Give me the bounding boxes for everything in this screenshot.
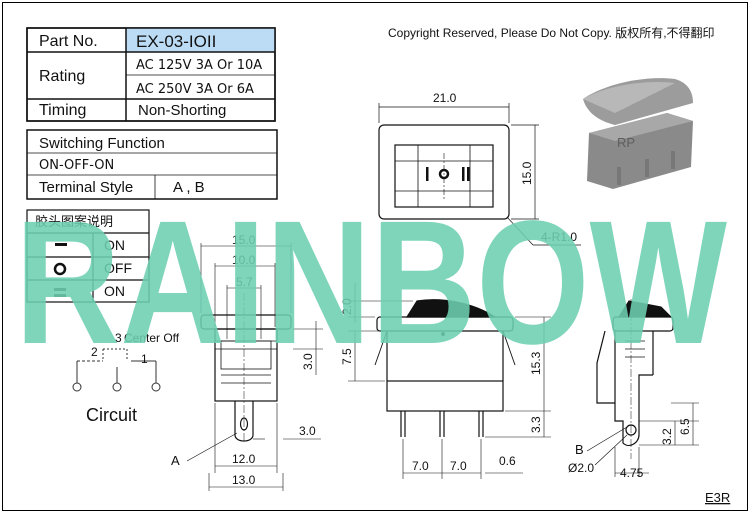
watermark-rainbow: RAINBOW [15, 185, 727, 381]
side-view [348, 283, 551, 479]
product-mark: RP [617, 135, 635, 150]
top-on-mark [426, 167, 429, 181]
circuit-pin-3: 3 [115, 331, 122, 345]
dim-3-0-tab: 3.0 [299, 424, 316, 438]
dim-5-7: 5.7 [236, 275, 253, 289]
rating-line-1: AC 125V 3A Or 10A [136, 58, 262, 73]
spec-table [26, 27, 276, 122]
rating-label: Rating [39, 68, 85, 85]
dim-15: 15.0 [520, 161, 534, 185]
legend-row-off: OFF [104, 260, 132, 276]
circuit-pin-2: 2 [91, 345, 98, 359]
dim-6-5: 6.5 [678, 418, 692, 435]
dim-7-0-right: 7.0 [450, 459, 467, 473]
legend-title: 胶头图案说明 [35, 214, 113, 229]
on-double-symbol-icon [54, 288, 66, 291]
product-sketch [583, 78, 693, 189]
legend-table [26, 209, 150, 303]
label-a: A [171, 453, 180, 468]
function-table [26, 129, 278, 200]
copyright-note: Copyright Reserved, Please Do Not Copy. … [388, 25, 715, 40]
circuit-pin-1: 1 [141, 352, 148, 366]
label-b: B [575, 442, 584, 457]
dim-radius: 4-R1.0 [541, 230, 577, 244]
top-off-mark [438, 168, 450, 180]
drawing-code: E3R [705, 490, 730, 505]
technical-drawing: Copyright Reserved, Please Do Not Copy. … [15, 25, 730, 505]
dim-diameter: Ø2.0 [568, 461, 594, 475]
switching-function-value: ON-OFF-ON [39, 158, 114, 173]
dim-13-0: 13.0 [232, 473, 256, 487]
dim-10-0: 10.0 [232, 253, 256, 267]
dim-3-0-vertical: 3.0 [301, 353, 315, 370]
dim-7-0-left: 7.0 [412, 459, 429, 473]
dim-4-75: 4.75 [620, 466, 644, 480]
legend-row-on: ON [104, 237, 125, 253]
dim-3-3: 3.3 [529, 416, 543, 433]
dim-12-0: 12.0 [232, 452, 256, 466]
on-symbol-icon [55, 243, 67, 246]
circuit-label: Circuit [86, 405, 137, 425]
legend-row-on-2: ON [104, 283, 125, 299]
circuit-diagram [72, 348, 161, 392]
part-no-value: EX-03-IOII [136, 32, 216, 51]
circuit-center-off: Center Off [124, 331, 180, 345]
dim-7-5: 7.5 [340, 348, 354, 365]
right-view [586, 299, 699, 477]
terminal-style-label: Terminal Style [39, 179, 133, 196]
terminal-style-value: A , B [173, 179, 205, 196]
dim-15-3: 15.3 [529, 351, 543, 375]
off-symbol-icon [53, 262, 67, 276]
rating-line-2: AC 250V 3A Or 6A [136, 82, 254, 97]
top-view [378, 103, 581, 246]
front-view [186, 243, 323, 491]
timing-label: Timing [39, 102, 86, 119]
timing-value: Non-Shorting [138, 102, 226, 119]
dim-21: 21.0 [433, 91, 457, 105]
dim-3-2: 3.2 [660, 428, 674, 445]
switching-function-title: Switching Function [39, 135, 165, 152]
dim-0-6: 0.6 [499, 454, 516, 468]
part-no-label: Part No. [39, 33, 98, 50]
dim-15-0: 15.0 [232, 233, 256, 247]
dim-2-0: 2.0 [340, 298, 354, 315]
